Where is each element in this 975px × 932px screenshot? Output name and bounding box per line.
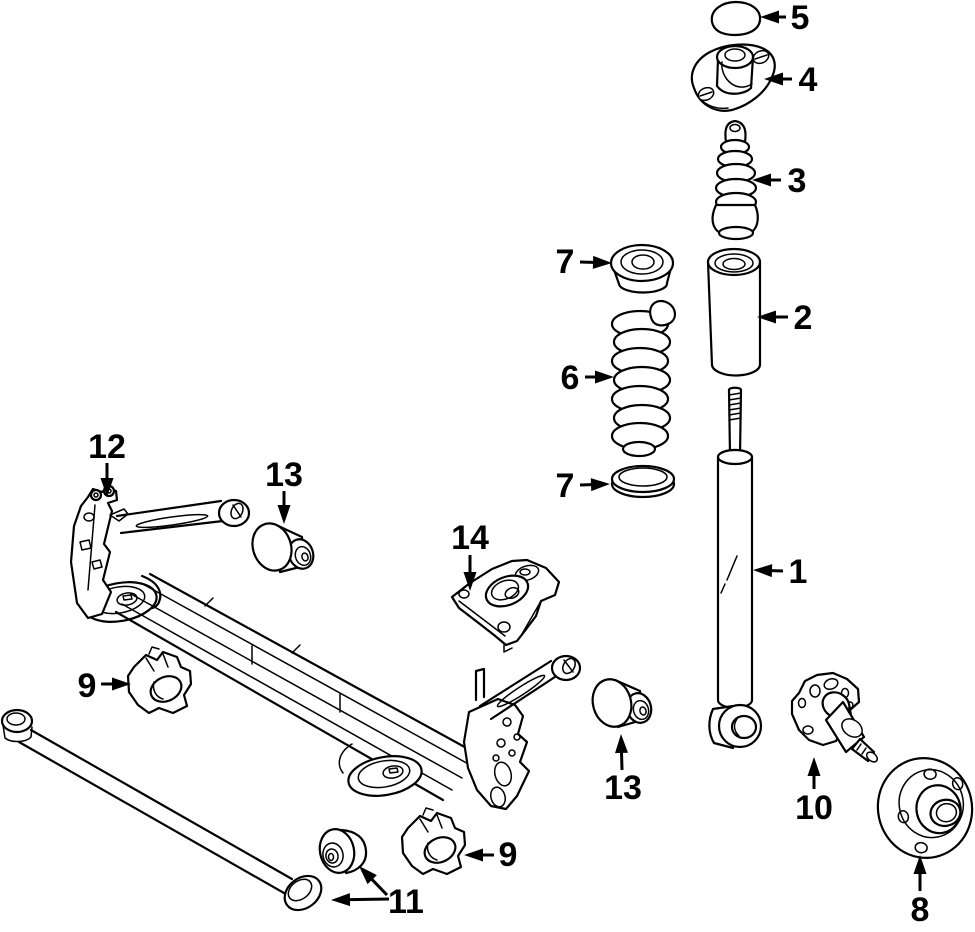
callout-label[interactable]: 13: [604, 769, 642, 807]
clamp-bushing-right-drawing: [400, 806, 467, 876]
axle-beam-drawing: [69, 484, 582, 811]
callout-12[interactable]: 12: [88, 428, 126, 497]
callout-9[interactable]: 9: [78, 667, 131, 705]
callout-arrowhead: [753, 564, 773, 578]
callout-label[interactable]: 14: [451, 519, 489, 557]
mount-bracket-drawing: [450, 558, 561, 653]
beam-bushing-lower-drawing: [591, 678, 653, 729]
callout-arrowhead: [590, 478, 610, 492]
callout-label[interactable]: 9: [78, 667, 97, 705]
callout-11[interactable]: 11: [331, 866, 424, 921]
callout-label[interactable]: 7: [556, 467, 575, 505]
upper-mount-drawing: [690, 43, 776, 112]
callout-7[interactable]: 7: [556, 243, 612, 281]
callout-label[interactable]: 3: [788, 162, 807, 200]
callout-arrowhead: [592, 255, 612, 269]
callout-5[interactable]: 5: [760, 0, 809, 37]
upper-spring-seat-drawing: [609, 243, 675, 294]
bump-stop-drawing: [711, 119, 759, 241]
callout-arrowhead: [752, 173, 771, 187]
callout-3[interactable]: 3: [752, 162, 806, 200]
callout-13[interactable]: 13: [265, 456, 303, 524]
lateral-rod-drawing: [0, 708, 368, 912]
callout-4[interactable]: 4: [764, 61, 818, 99]
callout-label[interactable]: 10: [795, 789, 833, 827]
callout-arrowhead: [757, 310, 776, 324]
callout-arrowhead: [595, 370, 614, 384]
callout-arrow-line: [342, 897, 390, 902]
callout-8[interactable]: 8: [911, 855, 930, 929]
callout-14[interactable]: 14: [451, 519, 489, 591]
callout-label[interactable]: 1: [789, 553, 808, 591]
callout-label[interactable]: 7: [556, 243, 575, 281]
callout-arrowhead: [764, 72, 783, 86]
shock-absorber-drawing: [708, 386, 763, 750]
callout-arrowhead: [112, 677, 131, 691]
callout-13[interactable]: 13: [604, 734, 642, 807]
callout-label[interactable]: 11: [388, 883, 424, 921]
callout-6[interactable]: 6: [561, 359, 614, 397]
callout-arrowhead: [615, 734, 629, 754]
callout-layer: 5 4 3 2 7 6 7 1 12 13 14 9 13 10 8 11 9: [78, 0, 930, 929]
callout-arrowhead: [913, 855, 927, 874]
callout-label[interactable]: 13: [265, 456, 303, 494]
callout-arrowhead: [277, 505, 291, 524]
callout-label[interactable]: 9: [499, 836, 518, 874]
callout-arrowhead: [463, 572, 477, 591]
spindle-knuckle-drawing: [790, 671, 879, 763]
callout-label[interactable]: 8: [911, 891, 930, 929]
callout-arrowhead: [359, 866, 377, 885]
beam-bushing-upper-drawing: [251, 522, 315, 574]
coil-spring-drawing: [610, 299, 676, 458]
lower-spring-seat-drawing: [610, 464, 676, 499]
mount-cap-drawing: [710, 0, 762, 37]
callout-label[interactable]: 4: [799, 61, 818, 99]
callout-9[interactable]: 9: [464, 836, 517, 874]
wheel-hub-drawing: [876, 757, 974, 859]
callout-label[interactable]: 6: [561, 359, 580, 397]
callout-arrowhead: [760, 10, 779, 24]
callout-7[interactable]: 7: [556, 467, 610, 505]
callout-arrowhead: [331, 893, 351, 907]
callout-arrowhead: [100, 478, 114, 497]
clamp-bushing-left-drawing: [126, 646, 193, 715]
callout-arrowhead: [464, 848, 483, 862]
callout-2[interactable]: 2: [757, 299, 812, 337]
callout-label[interactable]: 12: [88, 428, 126, 466]
callout-label[interactable]: 5: [791, 0, 810, 37]
callout-10[interactable]: 10: [795, 757, 833, 827]
callout-arrowhead: [807, 757, 821, 776]
callout-label[interactable]: 2: [794, 299, 813, 337]
callout-1[interactable]: 1: [753, 553, 807, 591]
protective-boot-drawing: [706, 247, 762, 377]
